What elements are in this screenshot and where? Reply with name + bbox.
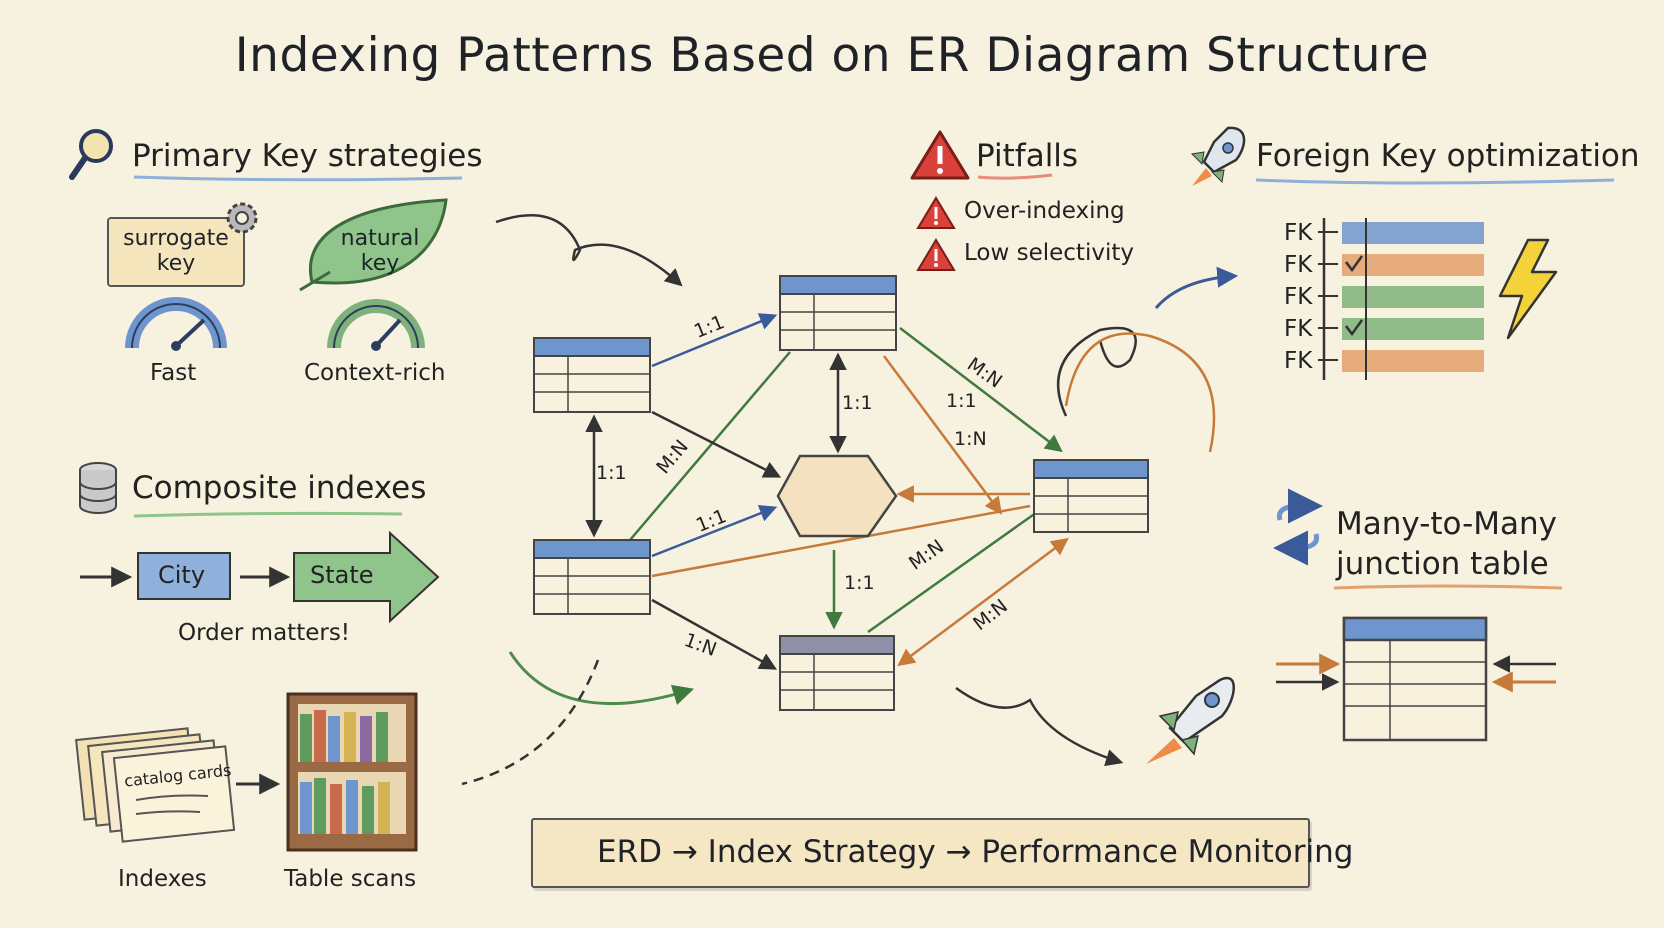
warning-icon	[916, 196, 956, 229]
primary-key-heading: Primary Key strategies	[132, 138, 483, 174]
order-note: Order matters!	[178, 620, 351, 646]
heading-underline	[133, 175, 463, 182]
page-title: Indexing Patterns Based on ER Diagram St…	[234, 28, 1430, 83]
fk-row-label: FK	[1284, 348, 1313, 374]
workflow-banner-text: ERD → Index Strategy → Performance Monit…	[597, 834, 1354, 870]
fk-row-label: FK	[1284, 252, 1313, 278]
relationship-lines	[585, 313, 1069, 670]
fk-row-label: FK	[1284, 316, 1313, 342]
gear-icon	[226, 202, 258, 234]
context-gauge-icon	[327, 299, 425, 351]
junction-table-heading: junction table	[1336, 546, 1549, 582]
table-scans-label: Table scans	[284, 866, 417, 892]
magnifier-icon	[69, 129, 113, 180]
entity-table-right	[1033, 459, 1149, 533]
surrogate-key-card	[107, 217, 245, 287]
swirl-arrow	[1064, 332, 1216, 453]
context-rich-label: Context-rich	[304, 360, 446, 386]
database-icon	[79, 462, 117, 514]
rocket-icon	[1190, 126, 1246, 186]
relation-label: 1:1	[946, 390, 977, 412]
sync-icon	[1273, 488, 1323, 566]
composite-heading: Composite indexes	[132, 470, 427, 506]
rocket-icon	[1146, 676, 1235, 764]
swirl-arrow	[1056, 326, 1137, 417]
foreign-key-heading: Foreign Key optimization	[1256, 138, 1640, 174]
entity-table-top	[779, 275, 897, 351]
relation-label: 1:1	[844, 572, 875, 594]
city-box	[137, 552, 231, 600]
fk-row-label: FK	[1284, 220, 1313, 246]
city-label: City	[158, 561, 206, 589]
state-label: State	[310, 561, 374, 589]
fk-row-label: FK	[1284, 284, 1313, 310]
entity-table-left-top	[533, 337, 651, 413]
heading-underline	[1255, 178, 1615, 185]
workflow-banner: ERD → Index Strategy → Performance Monit…	[531, 818, 1353, 888]
fk-index-bars	[1318, 218, 1484, 380]
surrogate-key-label: surrogate key	[123, 226, 229, 276]
swirl-arrow	[495, 214, 683, 287]
relation-label: 1:1	[842, 392, 873, 414]
relation-label: 1:N	[954, 428, 987, 450]
bookshelf-icon	[286, 692, 418, 852]
heading-underline	[133, 511, 403, 518]
state-arrow-box	[293, 530, 440, 624]
warning-icon	[916, 238, 956, 271]
leaf-icon	[299, 198, 448, 292]
swirl-arrow	[955, 686, 1124, 767]
many-to-many-heading: Many-to-Many	[1336, 506, 1557, 542]
entity-table-bottom	[779, 635, 895, 711]
pitfall-item: Over-indexing	[964, 198, 1125, 224]
swirl-arrow	[1154, 266, 1239, 309]
relationship-hexagon	[776, 454, 898, 538]
entity-table-left-bottom	[533, 539, 651, 615]
pitfall-item: Low selectivity	[964, 240, 1134, 266]
lightning-icon	[1498, 238, 1558, 340]
swirl-arrow	[508, 651, 695, 706]
natural-key-label: natural key	[340, 226, 420, 276]
heading-underline	[1333, 584, 1563, 590]
catalog-cards-icon	[75, 727, 236, 843]
pitfalls-heading: Pitfalls	[976, 138, 1079, 174]
fast-gauge-icon	[125, 297, 227, 351]
fast-label: Fast	[150, 360, 197, 386]
heading-underline	[977, 173, 1053, 180]
relation-label: 1:1	[596, 462, 627, 484]
junction-table	[1342, 616, 1488, 742]
indexes-label: Indexes	[118, 866, 207, 892]
dashed-arrow	[461, 659, 600, 786]
warning-icon	[910, 130, 970, 180]
